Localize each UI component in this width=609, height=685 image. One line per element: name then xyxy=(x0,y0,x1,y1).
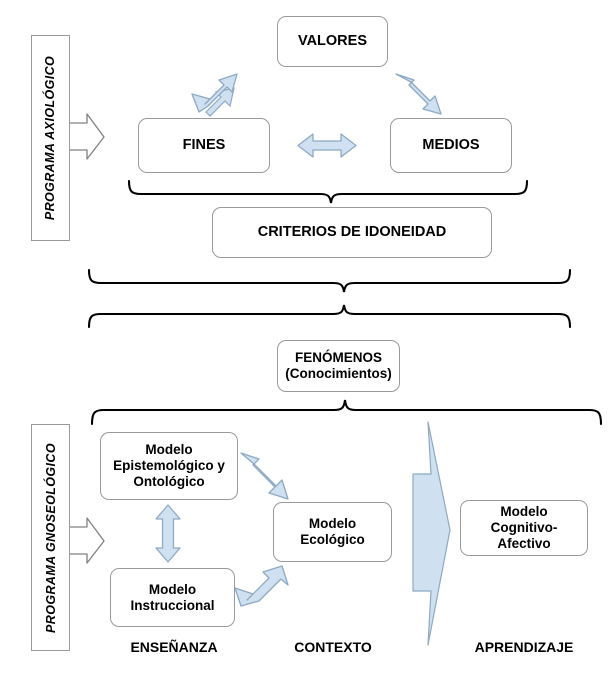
box-criterios-de-idoneidad: CRITERIOS DE IDONEIDAD xyxy=(212,207,492,258)
caption-contexto: CONTEXTO xyxy=(294,639,372,655)
box-modelo-ecologico: Modelo Ecológico xyxy=(273,502,392,562)
box-fenomenos: FENÓMENOS (Conocimientos) xyxy=(277,340,400,392)
box-valores: VALORES xyxy=(277,16,388,67)
arrow-epistemologico-ecologico xyxy=(240,452,289,500)
box-fines: FINES xyxy=(138,118,270,173)
box-fenomenos-line2: (Conocimientos) xyxy=(285,366,392,381)
box-modelo-epistemologico-ontologico: Modelo Epistemológico y Ontológico xyxy=(100,432,238,500)
program-label-axiologico-text: PROGRAMA AXIOLÓGICO xyxy=(43,55,58,221)
program-label-axiologico: PROGRAMA AXIOLÓGICO xyxy=(31,35,70,241)
arrow-instruccional-ecologico xyxy=(234,565,289,607)
program-arrow-gnoseologico xyxy=(68,517,105,564)
arrow-fines-valores xyxy=(191,73,238,117)
box-modelo-instruccional: Modelo Instruccional xyxy=(110,568,235,627)
brace-fenomenos-down xyxy=(90,399,603,426)
box-medios: MEDIOS xyxy=(390,118,512,173)
brace-fenomenos-up xyxy=(87,304,572,329)
program-label-gnoseologico: PROGRAMA GNOSEOLÓGICO xyxy=(31,424,70,651)
program-arrow-axiologico xyxy=(68,113,105,160)
box-fenomenos-line1: FENÓMENOS xyxy=(294,350,382,366)
arrow-fines-medios xyxy=(297,133,357,158)
caption-ensenanza: ENSEÑANZA xyxy=(130,639,218,655)
box-modelo-cognitivo-afectivo: Modelo Cognitivo- Afectivo xyxy=(460,500,588,556)
caption-aprendizaje: APRENDIZAJE xyxy=(474,639,574,655)
arrow-valores-medios xyxy=(395,73,442,115)
arrow-contexto-aprendizaje xyxy=(412,421,451,646)
brace-criterios-down xyxy=(87,268,572,293)
program-label-gnoseologico-text: PROGRAMA GNOSEOLÓGICO xyxy=(43,442,58,633)
arrow-epistemologico-instruccional xyxy=(155,504,181,563)
brace-axiologico-down xyxy=(127,179,529,204)
